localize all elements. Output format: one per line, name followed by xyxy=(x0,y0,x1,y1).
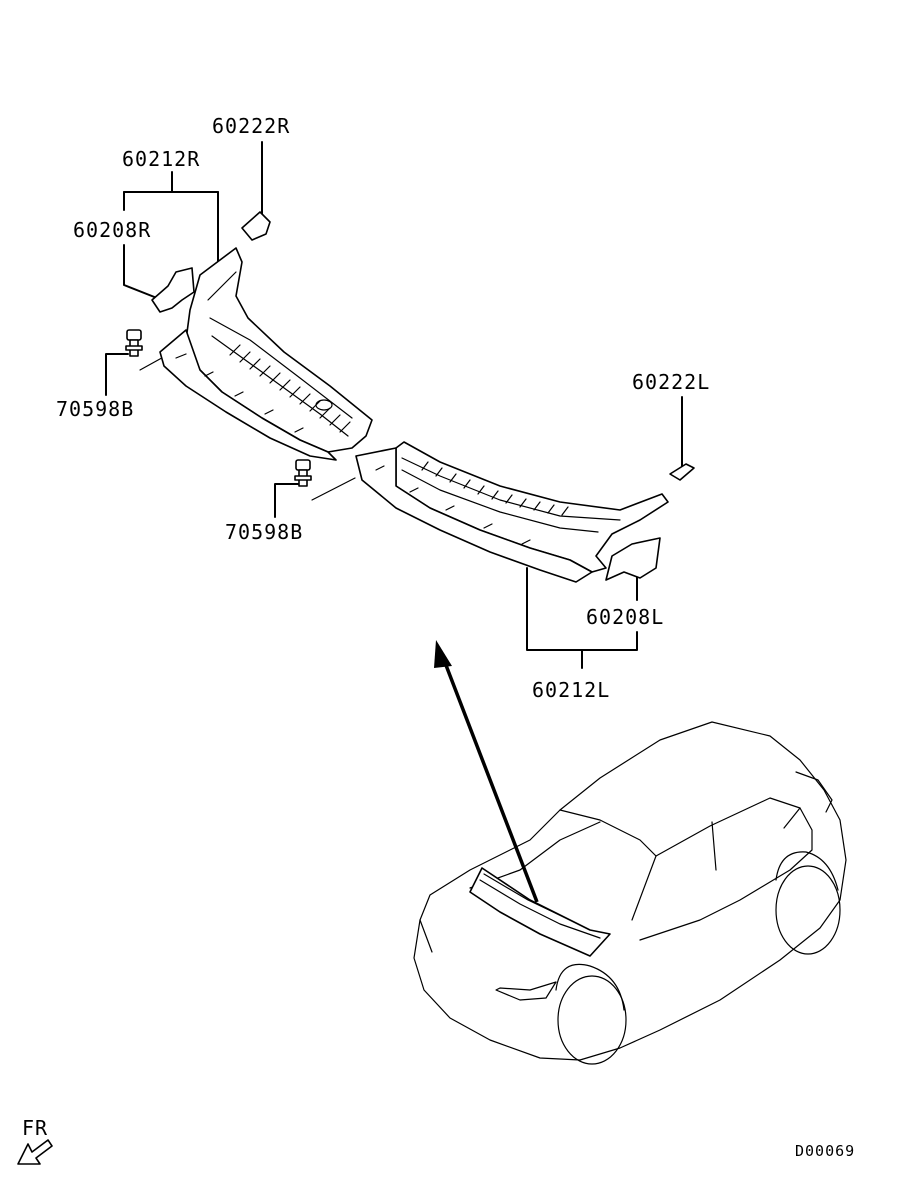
cowl-top-left xyxy=(355,441,669,583)
cowl-top-right xyxy=(159,247,373,461)
seal-right xyxy=(241,211,271,241)
bracket-right xyxy=(151,267,195,313)
label-60212L: 60212L xyxy=(532,678,611,702)
front-direction-arrow xyxy=(17,1139,53,1165)
label-70598B-top: 70598B xyxy=(56,397,135,421)
label-front-direction: FR xyxy=(22,1116,49,1140)
clip-top xyxy=(125,329,143,357)
label-60208R: 60208R xyxy=(73,218,152,242)
diagram-id: D00069 xyxy=(795,1142,856,1160)
label-60222R: 60222R xyxy=(212,114,291,138)
seal-left xyxy=(669,463,695,481)
location-arrow xyxy=(434,640,539,903)
label-60208L: 60208L xyxy=(586,605,665,629)
bracket-left xyxy=(605,537,661,581)
label-60222L: 60222L xyxy=(632,370,711,394)
leader-lines xyxy=(105,141,683,669)
clip-mid xyxy=(294,459,312,487)
label-70598B-mid: 70598B xyxy=(225,520,304,544)
label-60212R: 60212R xyxy=(122,147,201,171)
vehicle-outline xyxy=(413,721,847,1065)
